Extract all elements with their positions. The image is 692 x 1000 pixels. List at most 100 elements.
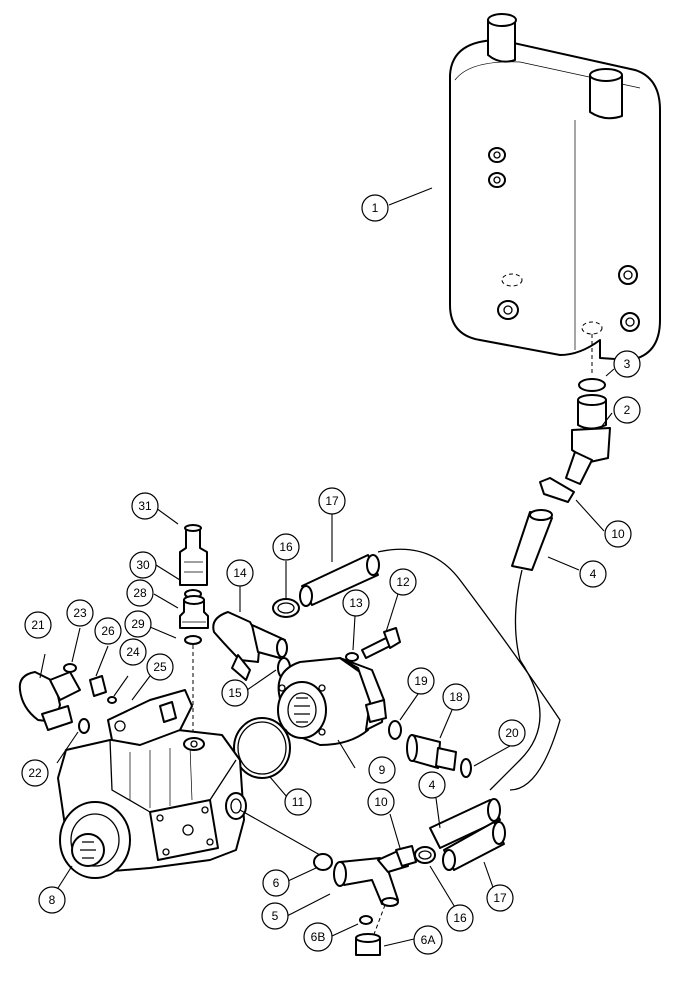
svg-text:8: 8: [49, 893, 56, 907]
svg-text:24: 24: [126, 645, 140, 659]
callout-12: 12: [389, 568, 417, 596]
callout-10-lower: 10: [367, 788, 395, 816]
callout-1: 1: [361, 194, 389, 222]
svg-text:13: 13: [349, 596, 363, 610]
callout-17-lower: 17: [486, 884, 514, 912]
svg-text:12: 12: [396, 575, 410, 589]
svg-text:11: 11: [292, 795, 305, 809]
callout-5: 5: [261, 902, 289, 930]
callout-9: 9: [368, 756, 396, 784]
callout-4-upper: 4: [579, 560, 607, 588]
o-ring-6b: [359, 915, 373, 925]
callout-6a: 6A: [413, 925, 443, 955]
o-ring-6: [313, 853, 333, 871]
svg-text:4: 4: [429, 778, 436, 792]
elbow-fitting-21: [18, 671, 81, 731]
svg-text:22: 22: [28, 766, 42, 780]
svg-text:23: 23: [73, 606, 87, 620]
svg-text:28: 28: [133, 586, 147, 600]
hose-line-b: [489, 569, 541, 791]
svg-text:26: 26: [101, 624, 115, 638]
callout-16-upper: 16: [272, 533, 300, 561]
svg-text:25: 25: [153, 660, 167, 674]
elbow-fitting-2: [565, 394, 611, 485]
svg-text:5: 5: [272, 909, 279, 923]
tee-fitting-5: [333, 849, 409, 907]
hose-17-upper: [299, 554, 380, 607]
hose-clamp-16-upper: [272, 598, 300, 618]
svg-text:18: 18: [449, 690, 463, 704]
svg-text:6A: 6A: [421, 933, 436, 947]
callout-21: 21: [24, 611, 52, 639]
svg-text:9: 9: [379, 763, 386, 777]
callout-24: 24: [119, 638, 147, 666]
svg-text:10: 10: [611, 527, 625, 541]
svg-text:17: 17: [493, 891, 507, 905]
fitting-31: [179, 524, 208, 586]
hose-4-upper: [511, 511, 553, 571]
svg-text:10: 10: [374, 795, 388, 809]
hose-clamp-16-lower: [414, 846, 436, 864]
callout-19: 19: [407, 667, 435, 695]
svg-text:30: 30: [136, 558, 150, 572]
svg-text:19: 19: [414, 674, 428, 688]
bolt-12: [361, 627, 401, 659]
callout-8: 8: [38, 886, 66, 914]
main-pump-8: [57, 729, 247, 879]
callout-31: 31: [131, 492, 159, 520]
svg-text:21: 21: [31, 618, 45, 632]
callout-26: 26: [94, 617, 122, 645]
callout-28: 28: [126, 579, 154, 607]
svg-text:17: 17: [325, 494, 339, 508]
svg-text:1: 1: [372, 201, 379, 215]
plug-6a: [355, 933, 381, 956]
o-ring-22: [78, 718, 90, 734]
callout-11: 11: [284, 788, 312, 816]
hose-line-a: [377, 548, 561, 791]
callout-2: 2: [613, 396, 641, 424]
o-ring-29: [184, 635, 202, 645]
o-ring-23: [63, 663, 77, 673]
callout-15: 15: [221, 679, 249, 707]
svg-text:20: 20: [505, 726, 519, 740]
callout-17-upper: 17: [318, 487, 346, 515]
svg-text:3: 3: [624, 357, 631, 371]
svg-text:31: 31: [138, 499, 152, 513]
callout-23: 23: [66, 599, 94, 627]
svg-text:16: 16: [279, 540, 293, 554]
callout-20: 20: [498, 719, 526, 747]
hose-4-lower: [429, 798, 501, 849]
callout-18: 18: [442, 683, 470, 711]
svg-text:15: 15: [228, 686, 242, 700]
callout-30: 30: [129, 551, 157, 579]
callout-10-upper: 10: [604, 520, 632, 548]
svg-text:4: 4: [590, 567, 597, 581]
fitting-18: [406, 734, 457, 771]
elbow-fitting-14: [212, 611, 288, 681]
o-ring-20: [460, 758, 472, 778]
callout-14: 14: [226, 559, 254, 587]
charge-pump-9: [277, 657, 387, 746]
hose-17-lower: [442, 821, 506, 871]
control-valve: [107, 689, 193, 746]
o-ring-24: [107, 696, 117, 704]
svg-text:29: 29: [131, 617, 145, 631]
callout-22: 22: [21, 759, 49, 787]
svg-text:14: 14: [233, 566, 247, 580]
callout-6b: 6B: [303, 922, 333, 952]
fitting-26: [89, 675, 107, 697]
callout-16-lower: 16: [446, 904, 474, 932]
fitting-28: [179, 595, 209, 629]
gasket-11: [233, 717, 291, 779]
svg-text:2: 2: [624, 403, 631, 417]
reservoir-tank: [449, 13, 661, 375]
callout-6: 6: [262, 869, 290, 897]
o-ring-3: [578, 378, 606, 392]
callout-13: 13: [342, 589, 370, 617]
svg-text:16: 16: [453, 911, 467, 925]
washer-13: [345, 652, 359, 662]
svg-text:6: 6: [273, 876, 280, 890]
o-ring-19: [388, 720, 402, 740]
fitting-10-upper: [539, 477, 575, 503]
